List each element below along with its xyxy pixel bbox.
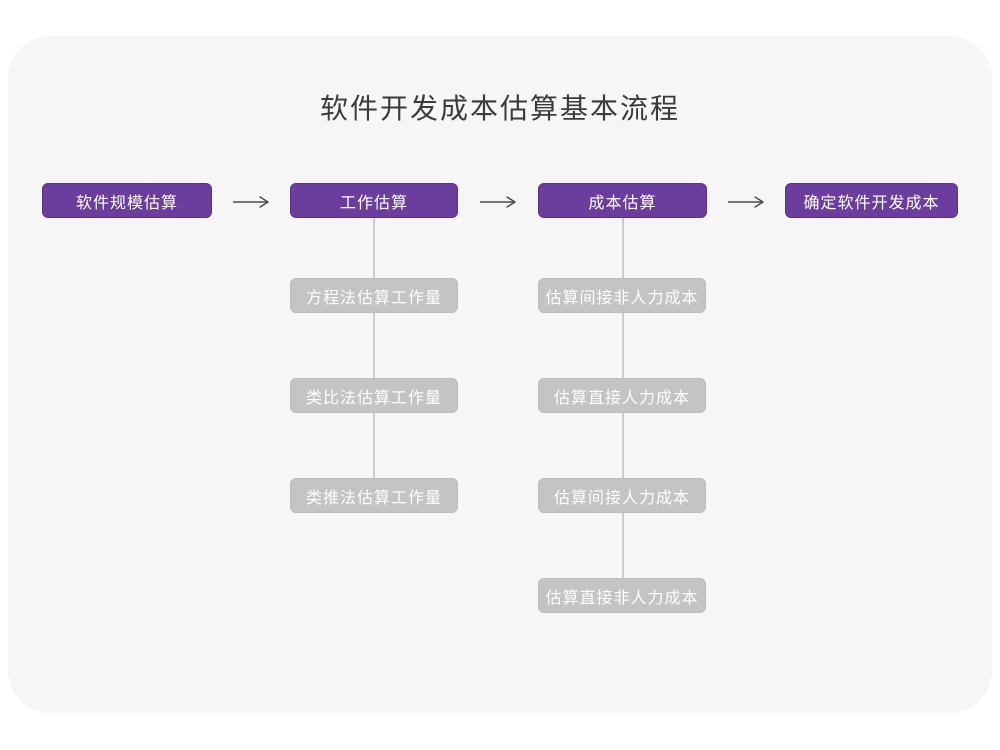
node-equation-method: 方程法估算工作量 xyxy=(290,278,458,313)
diagram-card: 软件开发成本估算基本流程 软件规模估算 工作估算 成本估算 确定软件开发成本 xyxy=(8,36,992,713)
node-label: 估算间接非人力成本 xyxy=(545,289,699,307)
node-label: 类比法估算工作量 xyxy=(305,389,442,407)
node-label: 确定软件开发成本 xyxy=(803,194,940,212)
right-arrow-icon xyxy=(233,196,269,208)
node-direct-labor-cost: 估算直接人力成本 xyxy=(538,378,706,413)
node-label: 方程法估算工作量 xyxy=(305,289,442,307)
node-label: 估算直接非人力成本 xyxy=(545,589,699,607)
node-software-size-estimation: 软件规模估算 xyxy=(42,183,212,218)
node-label: 估算直接人力成本 xyxy=(553,389,690,407)
node-extrapolation-method: 类推法估算工作量 xyxy=(290,478,458,513)
node-determine-software-dev-cost: 确定软件开发成本 xyxy=(785,183,958,218)
node-work-estimation: 工作估算 xyxy=(290,183,458,218)
node-label: 估算间接人力成本 xyxy=(553,489,690,507)
node-cost-estimation: 成本估算 xyxy=(538,183,707,218)
right-arrow-icon xyxy=(480,196,516,208)
node-indirect-non-labor-cost: 估算间接非人力成本 xyxy=(538,278,706,313)
node-analogy-method: 类比法估算工作量 xyxy=(290,378,458,413)
node-label: 工作估算 xyxy=(339,194,408,212)
page-title: 软件开发成本估算基本流程 xyxy=(319,93,680,124)
right-arrow-icon xyxy=(728,196,764,208)
node-label: 类推法估算工作量 xyxy=(305,489,442,507)
node-label: 成本估算 xyxy=(588,194,657,212)
node-label: 软件规模估算 xyxy=(75,194,178,212)
node-indirect-labor-cost: 估算间接人力成本 xyxy=(538,478,706,513)
connector-work-estimation-line xyxy=(373,218,375,496)
node-direct-non-labor-cost: 估算直接非人力成本 xyxy=(538,578,706,613)
